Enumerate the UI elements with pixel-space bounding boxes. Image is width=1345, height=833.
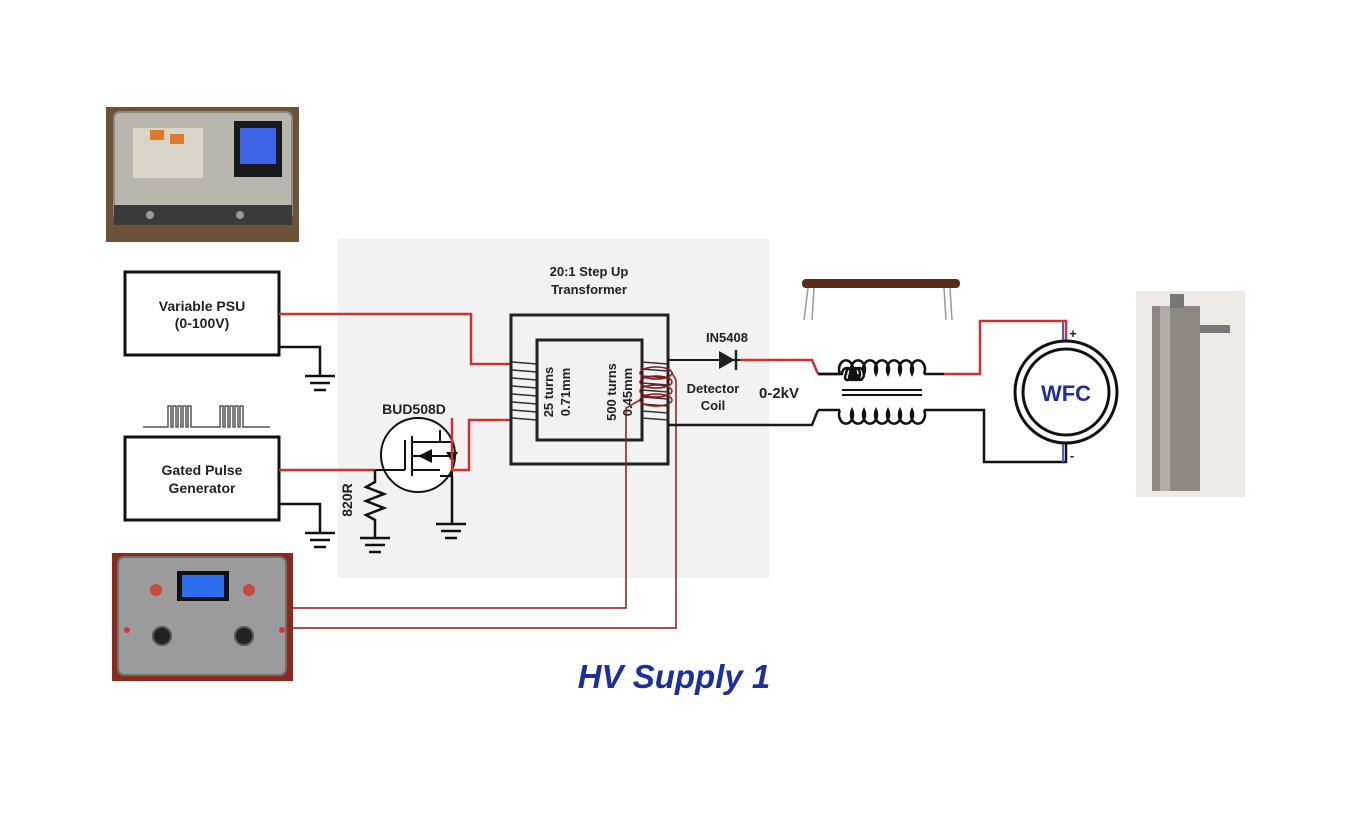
- gated-pulse-waveform-icon: [143, 405, 270, 428]
- wfc-negative-wire: [944, 408, 1068, 464]
- wfc-label: WFC: [1041, 381, 1091, 406]
- wfc-plus-label: +: [1069, 326, 1077, 341]
- diode-label: IN5408: [706, 330, 748, 345]
- gated-pulse-generator-box: [123, 435, 281, 522]
- primary-winding: [511, 361, 538, 421]
- wfc-inner-ring: [1021, 347, 1111, 437]
- mosfet-arrow-icon: [418, 449, 432, 463]
- ferrite-coil-photo: [802, 279, 960, 321]
- diode-symbol: [719, 350, 738, 370]
- secondary-turns-label: 500 turns: [604, 363, 619, 421]
- secondary-bottom-wire: [668, 409, 820, 427]
- choke-coil-top-turns: [818, 359, 944, 377]
- mosfet-label: BUD508D: [382, 401, 446, 417]
- primary-turns-label: 25 turns: [541, 367, 556, 418]
- choke-core-lines: [842, 389, 922, 396]
- drain-wire: [450, 418, 512, 472]
- transformer-outer-core: [509, 313, 670, 466]
- pulse-label-line2: Generator: [169, 480, 236, 496]
- secondary-wire-label: 0.45mm: [620, 368, 635, 416]
- psu-label-line2: (0-100V): [175, 315, 229, 331]
- secondary-winding: [641, 361, 669, 421]
- voltage-label: 0-2kV: [759, 385, 799, 402]
- primary-wire-label: 0.71mm: [558, 368, 573, 416]
- secondary-top-red-wire: [740, 358, 820, 375]
- detector-label-line2: Coil: [701, 398, 726, 413]
- wfc-cylinder-photo: [1136, 291, 1245, 497]
- pulse-label-line1: Gated Pulse: [162, 462, 243, 478]
- variable-psu-box: [123, 270, 281, 357]
- choke-coil-bottom-turns: [818, 407, 944, 425]
- transformer-inner-core: [535, 338, 644, 442]
- wfc-positive-wire: [944, 319, 1068, 376]
- detector-label-line1: Detector: [687, 381, 740, 396]
- resistor-symbol: [360, 470, 390, 554]
- psu-label-line1: Variable PSU: [159, 298, 245, 314]
- page-title: HV Supply 1: [578, 658, 771, 695]
- choke-coil-top: [817, 366, 866, 382]
- psu-positive-wire: [279, 312, 512, 366]
- ground-icon-pulse: [279, 502, 335, 549]
- transformer-label-line2: Transformer: [551, 282, 627, 297]
- transformer-label-line1: 20:1 Step Up: [550, 264, 629, 279]
- detector-coil: [293, 366, 677, 629]
- resistor-label: 820R: [339, 483, 355, 516]
- ground-icon-psu: [279, 345, 335, 392]
- pulse-generator-photo: [112, 553, 293, 681]
- ground-icon-mosfet: [436, 476, 466, 540]
- wfc-minus-label: -: [1070, 448, 1074, 463]
- psu-enclosure-photo: [106, 107, 299, 242]
